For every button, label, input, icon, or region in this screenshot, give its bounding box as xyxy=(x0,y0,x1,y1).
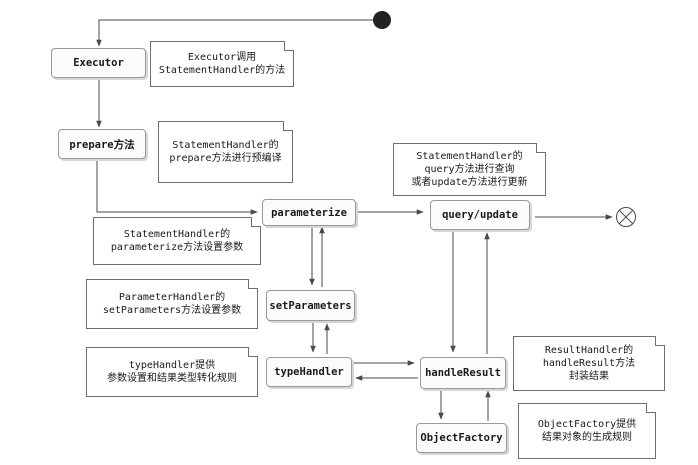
node-executor: Executor xyxy=(51,48,146,78)
node-parameterize-label: parameterize xyxy=(271,206,347,219)
node-type-handler: typeHandler xyxy=(266,357,352,387)
note-parameterize-text: StatementHandler的 parameterize方法设置参数 xyxy=(110,229,244,253)
note-object-factory-text: ObjectFactory提供 结果对象的生成规则 xyxy=(537,419,637,443)
node-executor-label: Executor xyxy=(73,57,124,69)
edge-start-executor xyxy=(96,19,382,47)
note-executor-text: Executor调用 StatementHandler的方法 xyxy=(158,52,286,76)
node-object-factory: ObjectFactory xyxy=(416,423,507,453)
note-query-update: StatementHandler的 query方法进行查询 或者update方法… xyxy=(393,143,546,196)
edge-prepare-parameterize xyxy=(96,160,258,215)
node-query-update-label: query/update xyxy=(442,209,518,221)
note-set-parameters: ParameterHandler的 setParameters方法设置参数 xyxy=(86,279,258,329)
note-set-parameters-text: ParameterHandler的 setParameters方法设置参数 xyxy=(102,292,242,316)
node-type-handler-label: typeHandler xyxy=(274,366,344,378)
node-prepare-label: prepare方法 xyxy=(69,138,135,151)
note-handle-result: ResultHandler的 handleResult方法 封装结果 xyxy=(513,336,665,391)
note-parameterize: StatementHandler的 parameterize方法设置参数 xyxy=(93,217,261,265)
node-set-parameters-label: setParameters xyxy=(269,299,352,312)
node-handle-result-label: handleResult xyxy=(425,367,501,379)
note-prepare-text: StatementHandler的 prepare方法进行预编译 xyxy=(169,140,282,164)
node-parameterize: parameterize xyxy=(262,199,356,226)
note-executor: Executor调用 StatementHandler的方法 xyxy=(150,41,294,87)
node-query-update: query/update xyxy=(430,200,530,230)
node-set-parameters: setParameters xyxy=(266,290,355,321)
note-type-handler-text: typeHandler提供 参数设置和结果类型转化规则 xyxy=(107,360,237,384)
end-node xyxy=(616,207,636,227)
start-node xyxy=(373,11,391,29)
node-prepare: prepare方法 xyxy=(58,129,146,159)
node-handle-result: handleResult xyxy=(420,357,506,389)
node-object-factory-label: ObjectFactory xyxy=(420,432,503,444)
note-prepare: StatementHandler的 prepare方法进行预编译 xyxy=(158,121,293,183)
note-type-handler: typeHandler提供 参数设置和结果类型转化规则 xyxy=(86,347,258,397)
note-query-update-text: StatementHandler的 query方法进行查询 或者update方法… xyxy=(411,151,528,188)
note-handle-result-text: ResultHandler的 handleResult方法 封装结果 xyxy=(542,345,636,382)
note-object-factory: ObjectFactory提供 结果对象的生成规则 xyxy=(518,403,656,459)
